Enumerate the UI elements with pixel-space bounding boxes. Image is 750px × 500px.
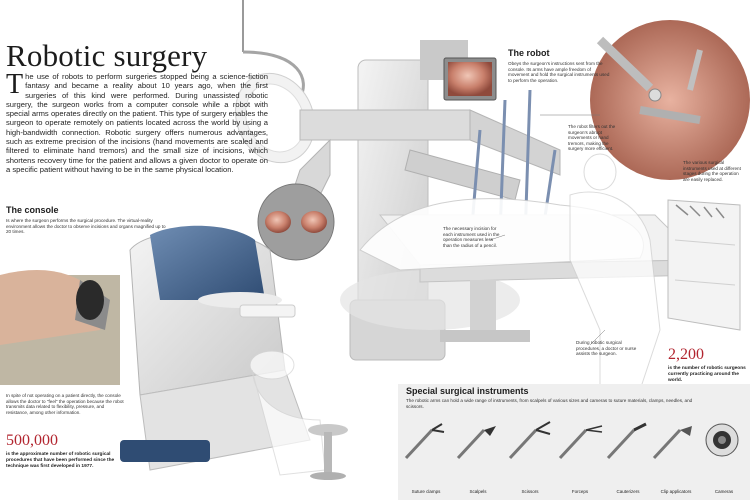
instruments-callout: The various surgical instruments used at… xyxy=(683,160,741,182)
console-heading: The console xyxy=(6,205,59,215)
incision-callout: The necessary incision for each instrume… xyxy=(443,226,500,248)
instrument-label: Scissors xyxy=(521,489,539,494)
instrument-label: Forceps xyxy=(571,489,589,494)
assistant-figure xyxy=(569,153,661,421)
scissors-icon xyxy=(508,421,551,460)
intro-text: he use of robots to perform surgeries st… xyxy=(6,72,268,174)
instrument-label: Cauterizers xyxy=(616,489,640,494)
instrument-label: Scalpels xyxy=(469,489,487,494)
suture-clamp-icon xyxy=(404,423,445,460)
surgeon-stool xyxy=(308,424,348,480)
filter-callout: The robot filters out the surgeon's abru… xyxy=(568,124,616,152)
procedures-stat-caption: is the approximate number of robotic sur… xyxy=(6,452,115,469)
special-instruments-text: The robotic arms can hold a wide range o… xyxy=(406,398,693,409)
camera-icon xyxy=(705,423,739,457)
forceps-icon xyxy=(558,425,603,460)
surgeons-stat-value: 2,200 xyxy=(668,346,704,363)
viewer-closeup xyxy=(257,183,335,261)
instrument-icons xyxy=(404,421,739,460)
callout-lines xyxy=(489,114,606,346)
instrument-label: Suture clamps xyxy=(411,489,441,494)
procedures-stat-value: 500,000 xyxy=(6,432,58,449)
scalpel-icon xyxy=(456,426,496,460)
special-instruments-heading: Special surgical instruments xyxy=(406,386,529,396)
robot-monitor xyxy=(443,57,497,101)
surgeon-figure xyxy=(249,350,326,476)
surgeons-stat-caption: is the number of robotic surgeons curren… xyxy=(668,366,746,383)
hand-on-control xyxy=(0,270,120,385)
page-title: Robotic surgery xyxy=(6,38,208,73)
console-text: Is where the surgeon performs the surgic… xyxy=(6,218,166,235)
cauterizer-icon xyxy=(606,422,647,460)
instrument-label: Clip applicators xyxy=(660,489,692,494)
robot-text: Obeys the surgeon's instructions sent fr… xyxy=(508,61,610,83)
assist-callout: During robotic surgical procedures, a do… xyxy=(576,340,637,357)
instrument-label: Cameras xyxy=(714,489,734,494)
instrument-cart xyxy=(667,199,741,331)
surgeon-console xyxy=(120,225,311,471)
intro-dropcap: T xyxy=(6,69,24,100)
instrument-closeup xyxy=(590,20,750,180)
console-remote-note: In spite of not operating on a patient d… xyxy=(6,393,124,415)
clip-applicator-icon xyxy=(652,426,692,460)
robot-heading: The robot xyxy=(508,48,550,58)
surgical-lamp xyxy=(234,0,316,164)
